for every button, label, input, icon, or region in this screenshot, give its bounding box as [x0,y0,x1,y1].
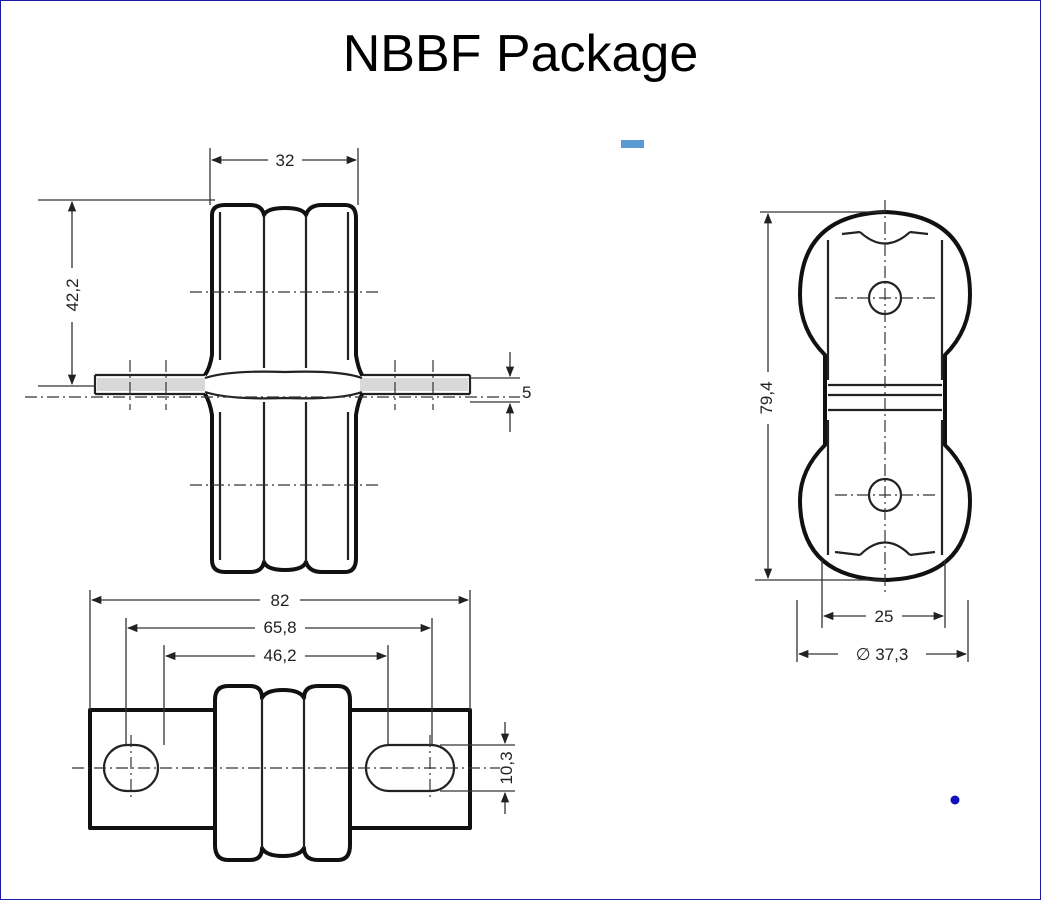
front-dimensions: 32 42,2 5 [38,148,531,432]
top-view [72,684,500,862]
front-view [25,203,520,574]
side-view [798,200,972,595]
page-title: NBBF Package [342,25,699,83]
dim-hole-span: 65,8 [263,618,296,637]
top-dimensions: 82 65,8 46,2 10,3 [89,590,516,814]
dim-side-height: 79,4 [757,381,776,414]
dim-side-diameter: ∅ 37,3 [856,645,909,664]
dim-tab-span: 46,2 [263,646,296,665]
dim-side-width: 25 [875,607,894,626]
dim-slot-width: 10,3 [497,751,516,784]
dim-front-width: 32 [276,151,295,170]
side-dimensions: 79,4 25 ∅ 37,3 [754,211,969,664]
blue-marker [621,140,644,148]
dim-overall-length: 82 [271,591,290,610]
dim-front-height: 42,2 [63,278,82,311]
blue-dot [950,795,960,805]
dim-tab-thickness: 5 [522,383,531,402]
